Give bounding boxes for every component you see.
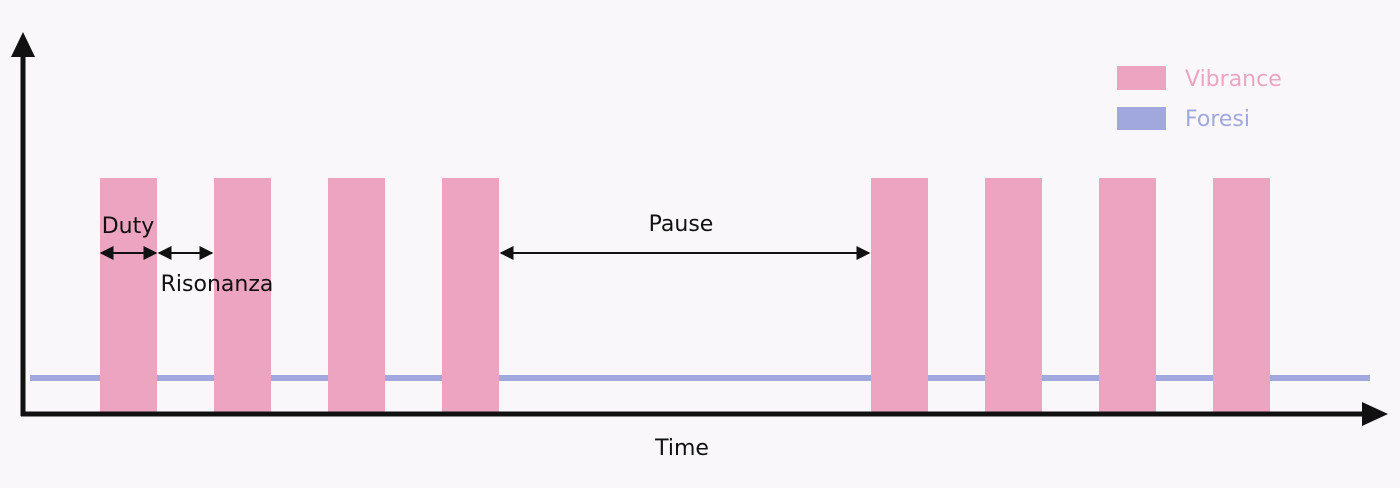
vibrance-pulse — [328, 178, 385, 413]
duty-label: Duty — [102, 214, 155, 239]
legend: Vibrance Foresi — [1117, 66, 1282, 132]
pause-label: Pause — [649, 212, 714, 237]
vibrance-pulses — [100, 178, 1270, 413]
vibrance-pulse — [100, 178, 157, 413]
legend-swatch-foresi — [1117, 107, 1166, 130]
y-axis-arrowhead — [11, 32, 35, 57]
vibrance-pulse — [442, 178, 499, 413]
risonanza-label: Risonanza — [161, 272, 274, 297]
vibrance-pulse — [985, 178, 1042, 413]
vibrance-pulse — [1213, 178, 1270, 413]
legend-label-foresi: Foresi — [1185, 107, 1250, 132]
foresi-baseline — [30, 375, 1370, 381]
x-axis-label: Time — [654, 436, 709, 461]
legend-swatch-vibrance — [1117, 66, 1166, 90]
vibrance-pulse — [1099, 178, 1156, 413]
vibrance-pulse — [214, 178, 271, 413]
axes — [11, 32, 1388, 426]
x-axis-arrowhead — [1362, 402, 1388, 426]
vibrance-pulse — [871, 178, 928, 413]
legend-label-vibrance: Vibrance — [1185, 67, 1282, 92]
